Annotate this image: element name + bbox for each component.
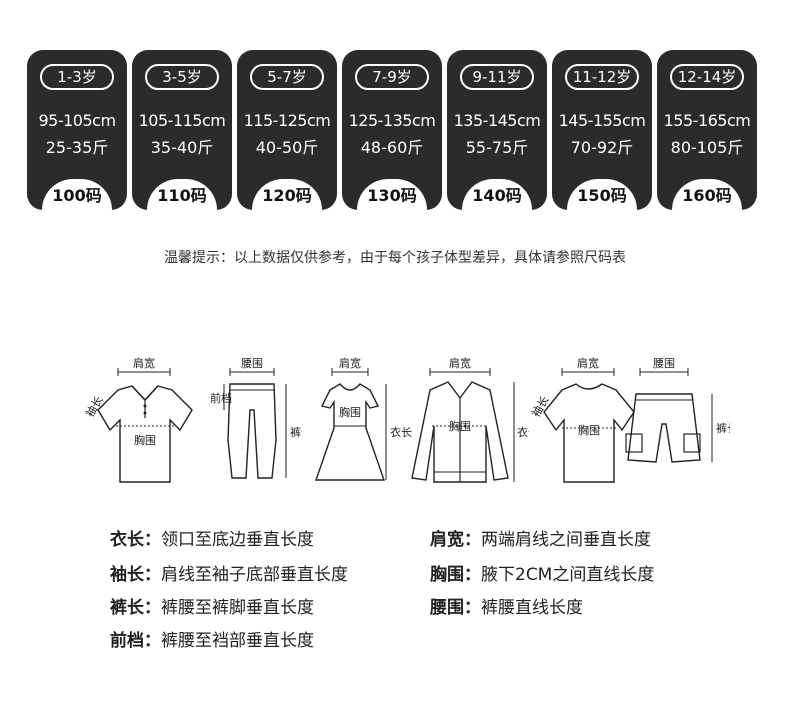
size-card: 7-9岁 125-135cm 48-60斤 130码 bbox=[342, 50, 442, 210]
weight-range: 40-50斤 bbox=[255, 138, 319, 157]
top-length-label: 衣长 bbox=[517, 425, 529, 439]
age-badge: 12-14岁 bbox=[670, 64, 744, 90]
size-cards: 1-3岁 95-105cm 25-35斤 100码 3-5岁 105-115cm… bbox=[27, 50, 762, 210]
weight-range: 48-60斤 bbox=[360, 138, 424, 157]
definition-row: 腰围：裤腰直线长度 bbox=[430, 593, 583, 618]
size-code: 110码 bbox=[147, 179, 217, 210]
age-badge: 3-5岁 bbox=[145, 64, 219, 90]
height-range: 145-155cm bbox=[558, 111, 646, 130]
top-length-label: 衣长 bbox=[390, 425, 412, 439]
chest-label: 胸围 bbox=[578, 423, 600, 437]
definition-desc: 腋下2CM之间直线长度 bbox=[481, 565, 655, 585]
measurement-diagrams: 肩宽 袖长 胸围 腰围 前档 裤长 肩宽 胸围 衣长 肩宽 bbox=[0, 350, 790, 500]
definition-term: 前档： bbox=[110, 631, 161, 651]
age-badge: 1-3岁 bbox=[40, 64, 114, 90]
tshirt-diagram: 肩宽 袖长 胸围 bbox=[530, 356, 635, 483]
weight-range: 80-105斤 bbox=[670, 138, 744, 157]
height-range: 115-125cm bbox=[243, 111, 331, 130]
waist-label: 腰围 bbox=[241, 357, 263, 370]
definition-term: 肩宽： bbox=[430, 530, 481, 550]
definition-term: 腰围： bbox=[430, 598, 481, 618]
size-card: 11-12岁 145-155cm 70-92斤 150码 bbox=[552, 50, 652, 210]
definition-desc: 裤腰直线长度 bbox=[481, 598, 583, 618]
age-badge: 11-12岁 bbox=[565, 64, 639, 90]
shoulder-label: 肩宽 bbox=[449, 356, 471, 370]
chest-label: 胸围 bbox=[449, 419, 471, 433]
size-code: 150码 bbox=[567, 179, 637, 210]
jacket-diagram: 肩宽 胸围 衣长 bbox=[411, 356, 529, 483]
height-range: 105-115cm bbox=[138, 111, 226, 130]
definition-term: 裤长： bbox=[110, 598, 161, 618]
shoulder-label: 肩宽 bbox=[577, 356, 599, 370]
dress-diagram: 肩宽 胸围 衣长 bbox=[315, 356, 412, 481]
pants-length-label: 裤长 bbox=[716, 421, 730, 435]
size-code: 140码 bbox=[462, 179, 532, 210]
weight-range: 25-35斤 bbox=[45, 138, 109, 157]
shoulder-label: 肩宽 bbox=[339, 356, 361, 370]
definition-row: 肩宽：两端肩线之间垂直长度 bbox=[430, 525, 651, 550]
shorts-diagram: 腰围 裤长 bbox=[625, 357, 730, 463]
size-code: 100码 bbox=[42, 179, 112, 210]
height-range: 155-165cm bbox=[663, 111, 751, 130]
size-card: 12-14岁 155-165cm 80-105斤 160码 bbox=[657, 50, 757, 210]
size-code: 120码 bbox=[252, 179, 322, 210]
definition-desc: 两端肩线之间垂直长度 bbox=[481, 530, 651, 550]
definition-row: 前档：裤腰至裆部垂直长度 bbox=[110, 626, 314, 651]
waist-label: 腰围 bbox=[653, 357, 675, 370]
age-badge: 5-7岁 bbox=[250, 64, 324, 90]
size-code: 160码 bbox=[672, 179, 742, 210]
definition-desc: 领口至底边垂直长度 bbox=[161, 530, 314, 550]
chest-label: 胸围 bbox=[134, 433, 156, 447]
definition-desc: 肩线至袖子底部垂直长度 bbox=[161, 565, 348, 585]
definition-desc: 裤腰至裤脚垂直长度 bbox=[161, 598, 314, 618]
age-badge: 9-11岁 bbox=[460, 64, 534, 90]
weight-range: 70-92斤 bbox=[570, 138, 634, 157]
measurement-definitions: 衣长：领口至底边垂直长度 肩宽：两端肩线之间垂直长度 袖长：肩线至袖子底部垂直长… bbox=[0, 525, 790, 655]
age-badge: 7-9岁 bbox=[355, 64, 429, 90]
size-card: 9-11岁 135-145cm 55-75斤 140码 bbox=[447, 50, 547, 210]
chest-label: 胸围 bbox=[339, 405, 361, 419]
definition-row: 胸围：腋下2CM之间直线长度 bbox=[430, 560, 654, 585]
definition-row: 裤长：裤腰至裤脚垂直长度 bbox=[110, 593, 314, 618]
size-card: 3-5岁 105-115cm 35-40斤 110码 bbox=[132, 50, 232, 210]
definition-desc: 裤腰至裆部垂直长度 bbox=[161, 631, 314, 651]
size-tip: 温馨提示：以上数据仅供参考，由于每个孩子体型差异，具体请参照尺码表 bbox=[164, 250, 626, 266]
size-card: 5-7岁 115-125cm 40-50斤 120码 bbox=[237, 50, 337, 210]
pants-diagram: 腰围 前档 裤长 bbox=[210, 357, 302, 479]
definition-row: 袖长：肩线至袖子底部垂直长度 bbox=[110, 560, 348, 585]
size-code: 130码 bbox=[357, 179, 427, 210]
size-card: 1-3岁 95-105cm 25-35斤 100码 bbox=[27, 50, 127, 210]
polo-shirt-diagram: 肩宽 袖长 胸围 bbox=[82, 356, 193, 483]
height-range: 125-135cm bbox=[348, 111, 436, 130]
definition-term: 袖长： bbox=[110, 565, 161, 585]
height-range: 135-145cm bbox=[453, 111, 541, 130]
rise-label: 前档 bbox=[210, 391, 232, 405]
height-range: 95-105cm bbox=[38, 111, 116, 130]
definition-term: 衣长： bbox=[110, 530, 161, 550]
shoulder-label: 肩宽 bbox=[133, 356, 155, 370]
pants-length-label: 裤长 bbox=[290, 425, 302, 439]
weight-range: 55-75斤 bbox=[465, 138, 529, 157]
definition-row: 衣长：领口至底边垂直长度 bbox=[110, 525, 314, 550]
weight-range: 35-40斤 bbox=[150, 138, 214, 157]
definition-term: 胸围： bbox=[430, 565, 481, 585]
